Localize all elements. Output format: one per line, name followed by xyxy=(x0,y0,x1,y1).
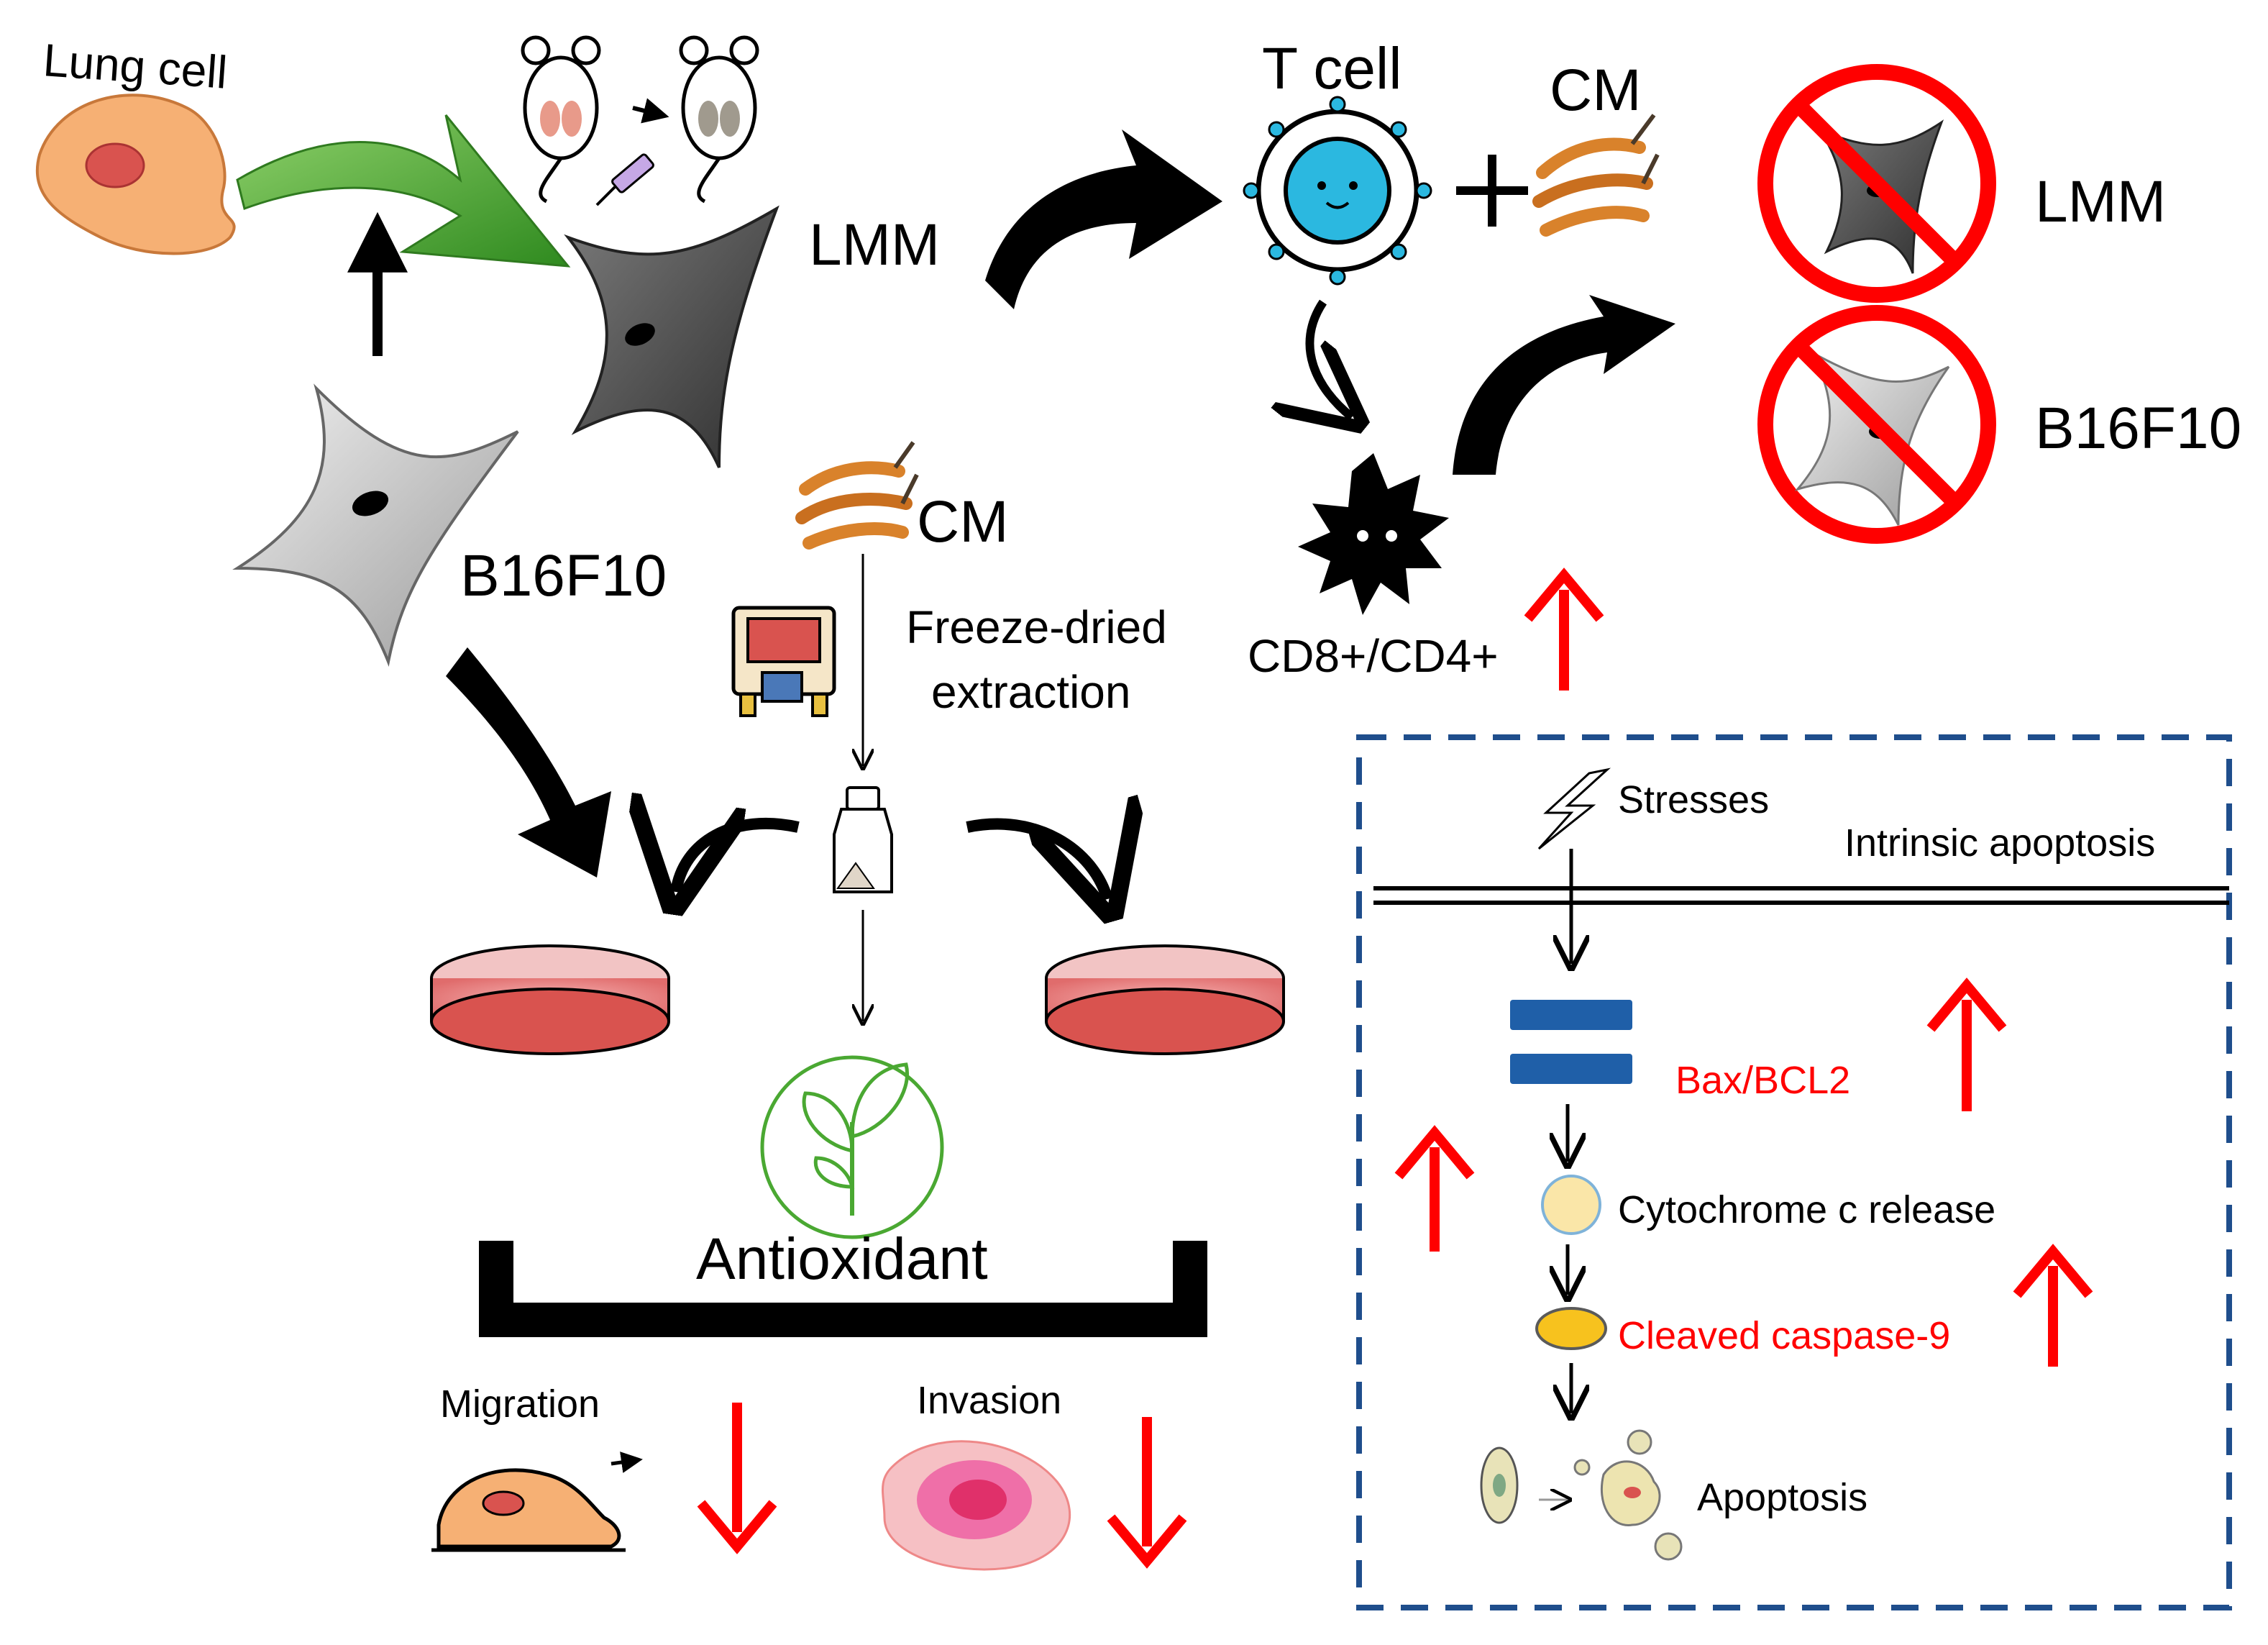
apoptosis-panel-border xyxy=(1356,734,2232,1610)
migration-down-arrow-icon xyxy=(697,1403,777,1554)
cytochrome-c-label: Cytochrome c release xyxy=(1618,1188,1996,1231)
freeze-dryer-icon xyxy=(731,606,836,717)
right-dish-arrow-icon xyxy=(966,824,1107,899)
antioxidant-bracket xyxy=(479,1241,1207,1337)
left-dish-arrow-icon xyxy=(676,824,800,892)
petri-dish-left-icon xyxy=(430,944,670,1055)
left-up-arrow-icon xyxy=(1394,1125,1475,1252)
lmm-label: LMM xyxy=(809,212,941,278)
syringe-icon xyxy=(595,153,654,206)
lightning-icon xyxy=(1537,767,1611,850)
bax-up-arrow-icon xyxy=(1926,978,2007,1111)
cd8-cd4-label: CD8+/CD4+ xyxy=(1248,630,1499,682)
b16f10-down-arrow-icon xyxy=(446,647,611,878)
caspase-icon xyxy=(1535,1307,1607,1350)
cd8-up-arrow-icon xyxy=(1524,568,1604,691)
mouse-icon-after xyxy=(679,35,759,204)
cm-label-top: CM xyxy=(1550,58,1642,123)
invasion-down-arrow-icon xyxy=(1107,1417,1187,1569)
lmm-blocked-label: LMM xyxy=(2035,169,2167,234)
extraction-label: extraction xyxy=(931,666,1131,718)
plus-icon xyxy=(1456,155,1528,227)
cd8-cd4-cell-icon xyxy=(1298,453,1449,615)
caspase-up-arrow-icon xyxy=(2013,1244,2093,1367)
mouse-arrow-icon xyxy=(632,98,669,124)
b16f10-label: B16F10 xyxy=(460,543,667,609)
invasion-cell-icon xyxy=(882,1440,1071,1571)
blocked-b16f10-icon xyxy=(1757,305,1996,544)
migration-label: Migration xyxy=(440,1382,600,1426)
cordyceps-icon-top xyxy=(1532,114,1660,237)
lung-cell-label: Lung cell xyxy=(41,34,229,99)
stresses-label: Stresses xyxy=(1618,778,1770,821)
curved-arrow-to-tcell-icon xyxy=(985,129,1222,309)
curved-arrow-to-blocked-icon xyxy=(1453,295,1675,475)
b16f10-blocked-label: B16F10 xyxy=(2035,396,2242,461)
bax-bcl2-label: Bax/BCL2 xyxy=(1675,1059,1851,1102)
blocked-lmm-icon xyxy=(1757,64,1996,303)
intrinsic-apoptosis-label: Intrinsic apoptosis xyxy=(1844,821,2156,865)
apoptosis-cell-icon xyxy=(1480,1429,1683,1561)
lmm-cell-icon xyxy=(564,205,779,468)
cordyceps-icon-middle xyxy=(795,441,919,550)
mouse-icon-before xyxy=(521,35,601,204)
cytochrome-icon xyxy=(1541,1175,1601,1235)
bottle-icon xyxy=(833,786,893,893)
antioxidant-label: Antioxidant xyxy=(696,1226,988,1292)
freeze-dried-label: Freeze-dried xyxy=(906,601,1167,653)
green-arrow-icon xyxy=(236,114,571,268)
tcell-down-arrow-icon xyxy=(1309,299,1352,417)
bax-bar-top xyxy=(1510,1000,1632,1030)
lung-cell-icon xyxy=(35,94,236,255)
b16f10-cell-icon xyxy=(232,383,519,667)
invasion-label: Invasion xyxy=(917,1379,1062,1422)
cm-label-middle: CM xyxy=(917,489,1009,555)
t-cell-icon xyxy=(1243,96,1432,286)
bax-bar-bottom xyxy=(1510,1054,1632,1084)
leaf-icon xyxy=(760,1055,944,1239)
t-cell-label: T cell xyxy=(1262,36,1402,101)
migration-cell-icon xyxy=(431,1452,643,1552)
cleaved-caspase9-label: Cleaved caspase-9 xyxy=(1618,1314,1951,1357)
petri-dish-right-icon xyxy=(1045,944,1285,1055)
apoptosis-label: Apoptosis xyxy=(1697,1476,1868,1519)
